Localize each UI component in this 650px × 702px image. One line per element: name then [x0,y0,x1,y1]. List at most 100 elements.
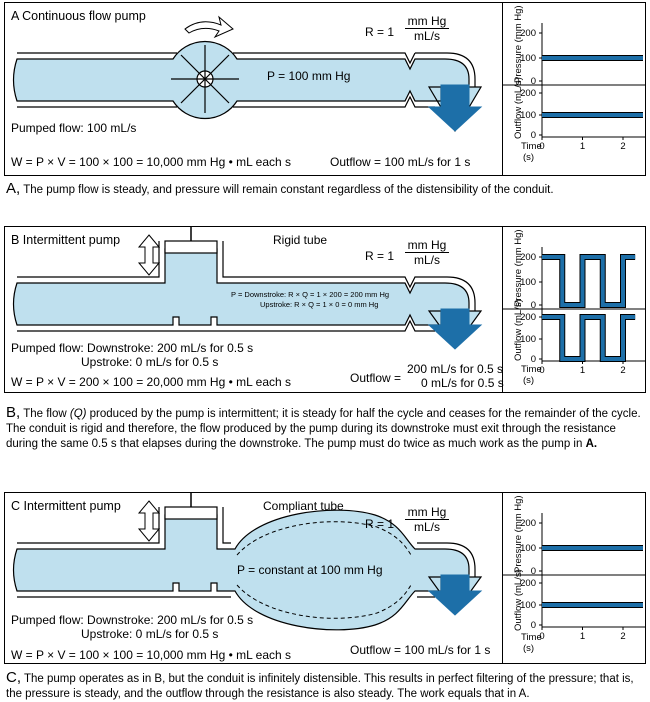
y-tick-label: 0 [531,76,536,87]
outflow-arrow-a [427,84,483,132]
x-tick-label: 2 [620,631,625,642]
compliant-tube-dashed [236,521,412,619]
caption-c: C, The pump operates as in B, but the co… [6,670,646,702]
pumped-flow-downstroke: Pumped flow: Downstroke: 200 mL/s for 0.… [11,613,254,627]
panel-c-diagram [12,493,483,631]
pumped-flow-upstroke: Upstroke: 0 mL/s for 0.5 s [81,627,219,641]
y-tick-label: 0 [531,300,536,311]
resistance-unit: mm Hg mL/s [405,238,449,267]
resistance-unit-den: mL/s [413,253,440,267]
y-tick-label: 200 [520,88,536,99]
resistance-unit: mm Hg mL/s [405,14,449,43]
outflow-arrow-b [427,308,483,350]
panel-b-title: B Intermittent pump [11,233,121,247]
time-axis-label: Time [521,632,542,643]
y-tick-label: 100 [520,110,536,121]
resistance-unit-num: mm Hg [405,238,449,253]
compliant-tube-label: Compliant tube [263,499,344,513]
caption-b: B, The flow (Q) produced by the pump is … [6,405,646,452]
pressure-label: P = constant at 100 mm Hg [237,563,383,577]
outflow-arrow-c [427,574,483,616]
work-label: W = P × V = 200 × 100 = 20,000 mm Hg • m… [11,375,292,389]
pressure-axis-label: Pressure (mm Hg) [513,229,524,307]
outflow-label: Outflow = 100 mL/s for 1 s [330,155,471,169]
resistance-unit-num: mm Hg [405,505,449,520]
y-tick-label: 200 [520,518,536,529]
x-tick-label: 1 [580,141,585,152]
caption-b-text-2: produced by the pump is intermittent; it… [6,408,641,450]
resistance-label: R = 1 [365,249,395,263]
panel-a-divider [502,3,503,175]
x-tick-label: 0 [539,365,544,376]
panel-c-title: C Intermittent pump [11,499,121,513]
pipe-a-bottom-outline [17,95,435,108]
outflow-downstroke: 200 mL/s for 0.5 s [407,362,504,376]
resistance-unit: mm Hg mL/s [405,505,449,534]
caption-a-text: The pump flow is steady, and pressure wi… [23,184,554,196]
x-tick-label: 2 [620,141,625,152]
piston-motion-arrow-icon [137,500,161,542]
rotary-pump-icon [171,45,239,113]
y-tick-label: 0 [531,354,536,365]
caption-a: A, The pump flow is steady, and pressure… [6,181,646,198]
panel-c: C Intermittent pump Compliant tube R = 1… [4,492,646,664]
x-tick-label: 0 [539,141,544,152]
panel-b-divider [502,227,503,392]
y-tick-label: 200 [520,312,536,323]
resistance-label: R = 1 [365,25,395,39]
pumped-flow-upstroke: Upstroke: 0 mL/s for 0.5 s [81,355,219,369]
piston-motion-arrow-icon [137,234,161,276]
y-tick-label: 200 [520,252,536,263]
x-tick-label: 2 [620,365,625,376]
y-tick-label: 0 [531,566,536,577]
pressure-trace [542,255,636,307]
caption-c-letter: C, [6,669,21,686]
resistance-label: R = 1 [365,517,395,531]
caption-c-text: The pump operates as in B, but the condu… [6,673,634,700]
y-tick-label: 100 [520,334,536,345]
pipe-a-bend-outline [415,52,476,87]
outflow-axis-label: Outflow (mL/s) [513,299,524,361]
y-tick-label: 100 [520,277,536,288]
pumped-flow-downstroke: Pumped flow: Downstroke: 200 mL/s for 0.… [11,341,254,355]
panel-a: A Continuous flow pump R = 1 mm Hg mL/s … [4,2,646,176]
panel-a-diagram [12,15,483,133]
pipe-a-top-outline [17,52,416,65]
pressure-label: P = 100 mm Hg [267,69,351,83]
work-label: W = P × V = 100 × 100 = 10,000 mm Hg • m… [11,648,292,662]
rigid-tube-label: Rigid tube [273,233,328,247]
y-tick-label: 100 [520,53,536,64]
time-axis-unit: (s) [523,643,535,654]
pressure-upstroke: Upstroke: R × Q = 1 × 0 = 0 mm Hg [260,300,379,309]
pressure-downstroke: P = Downstroke: R × Q = 1 × 200 = 200 mm… [231,290,390,299]
caption-b-text-1: The flow [23,408,70,420]
x-tick-label: 1 [580,631,585,642]
pressure-axis-label: Pressure (mm Hg) [513,495,524,573]
rotation-arrow-icon [184,15,234,39]
panel-b-diagram [12,227,483,350]
x-tick-label: 1 [580,365,585,376]
caption-b-q: (Q) [69,408,87,420]
panel-c-divider [502,493,503,663]
pumped-flow-label: Pumped flow: 100 mL/s [11,121,137,135]
y-tick-label: 100 [520,543,536,554]
time-axis-unit: (s) [523,152,535,163]
pipe-b-top-outline [17,241,476,311]
pressure-axis-label: Pressure (mm Hg) [513,5,524,83]
work-label: W = P × V = 100 × 100 = 10,000 mm Hg • m… [11,155,292,169]
panel-b: B Intermittent pump Rigid tube R = 1 mm … [4,226,646,393]
outflow-axis-label: Outflow (mL/s) [513,569,524,631]
caption-b-bold: A. [585,438,598,450]
time-axis-label: Time [521,364,542,375]
outflow-label: Outflow = [350,371,402,385]
pipe-b-bottom-outline [17,319,435,332]
time-axis-unit: (s) [523,375,535,386]
time-axis-label: Time [521,141,542,152]
outflow-upstroke: 0 mL/s for 0.5 s [421,376,504,390]
y-tick-label: 100 [520,600,536,611]
caption-a-letter: A, [6,180,21,197]
y-tick-label: 0 [531,620,536,631]
